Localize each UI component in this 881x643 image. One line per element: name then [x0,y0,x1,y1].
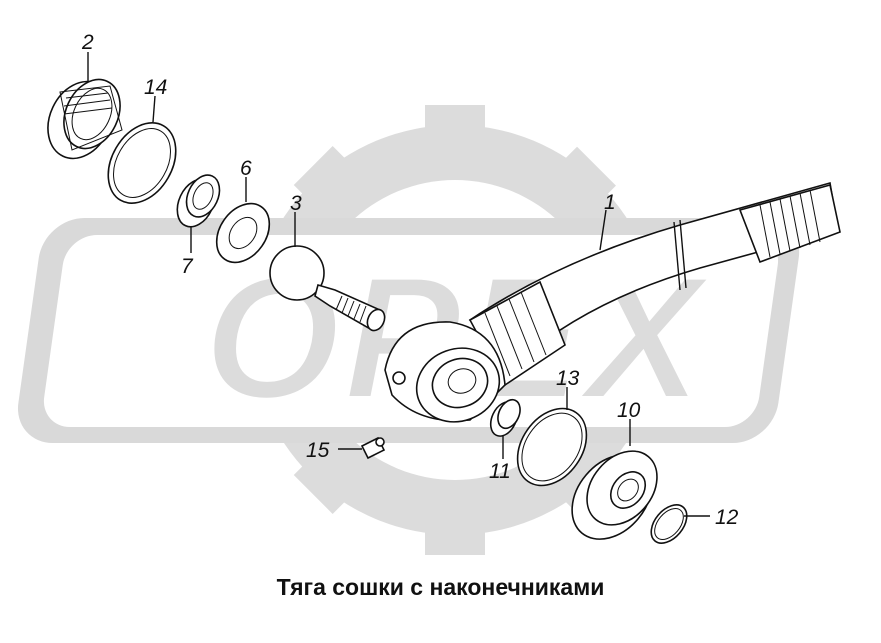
callout-14: 14 [144,76,167,99]
part-3-ball-pin [269,245,386,332]
part-10-boot [571,450,658,540]
part-1-tie-rod [384,181,841,423]
callout-1: 1 [604,191,616,214]
part-15-grease-fitting [360,436,386,460]
part-14-oring [107,122,177,204]
callout-13: 13 [556,367,580,390]
part-2-nut [47,78,123,160]
callout-labels: 1 2 3 6 7 10 11 12 13 14 15 [81,31,739,529]
callout-2: 2 [81,31,94,54]
callout-7: 7 [181,255,194,278]
part-11-seal [489,398,521,437]
callout-3: 3 [290,192,302,215]
callout-11: 11 [489,460,511,483]
part-12-ring [650,504,688,544]
leader-lines [87,52,710,517]
diagram-caption: Тяга сошки с наконечниками [276,574,605,600]
part-13-oring [516,407,588,487]
part-6-liner [215,202,271,264]
part-7-bushing [176,174,221,228]
callout-15: 15 [306,439,330,462]
callout-10: 10 [617,399,641,422]
callout-6: 6 [240,157,252,180]
callout-12: 12 [715,506,739,529]
